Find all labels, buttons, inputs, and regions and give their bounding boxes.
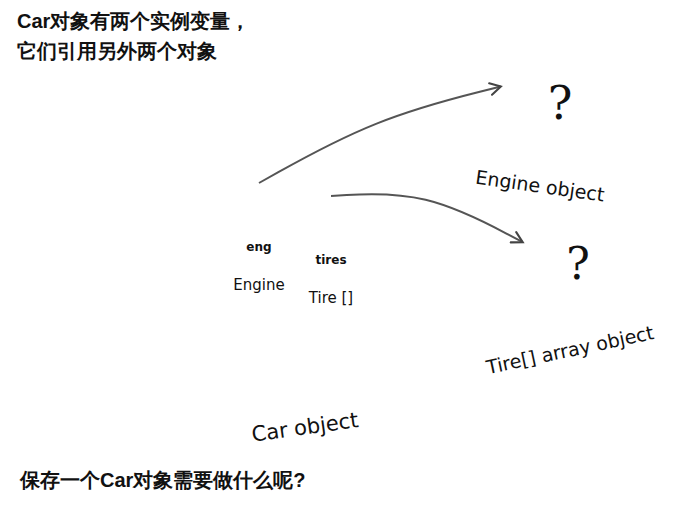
ball-shape	[181, 157, 434, 410]
remote-button	[253, 197, 256, 200]
caption-text: 保存一个Car对象需要做什么呢?	[20, 466, 306, 494]
remote-control	[249, 187, 269, 227]
remote-button	[258, 202, 261, 205]
remote-button	[263, 192, 266, 195]
question-mark: ?	[566, 238, 590, 291]
variable-name: tires	[315, 253, 346, 267]
cup-illustration	[301, 198, 361, 284]
remote-button	[263, 197, 266, 200]
remote-button	[263, 207, 266, 210]
cup-body	[308, 228, 354, 282]
remote-button	[325, 225, 328, 228]
object-label: Tire []	[309, 289, 353, 307]
remote-button	[335, 225, 338, 228]
ball-shape	[520, 210, 637, 327]
remote-button	[325, 205, 328, 208]
object-circle: ?Engine object	[498, 46, 622, 170]
cup-group	[308, 200, 354, 282]
object-label: Engine object	[474, 166, 606, 207]
cup-rim	[236, 211, 282, 219]
remote-button	[330, 220, 333, 223]
question-mark: ?	[548, 76, 573, 131]
remote-button	[330, 225, 333, 228]
object-circle: ?Tire[] array object	[518, 208, 638, 328]
variable-cup: tiresTire []	[301, 198, 361, 310]
remote-button	[330, 215, 333, 218]
remote-button	[258, 192, 261, 195]
remote-button	[335, 205, 338, 208]
object-label: Engine	[233, 276, 284, 294]
remote-button	[335, 220, 338, 223]
ball-shape	[500, 48, 621, 169]
remote-button	[263, 202, 266, 205]
cup-rim	[308, 224, 354, 232]
object-label: Tire[] array object	[484, 321, 656, 379]
object-circle: Car objectengEnginetiresTire []	[179, 155, 435, 411]
reference-arrow	[331, 194, 523, 242]
cup-body	[236, 215, 282, 269]
remote-button	[325, 215, 328, 218]
remote-button	[335, 210, 338, 213]
remote-button	[258, 207, 261, 210]
variable-cup: engEngine	[229, 185, 289, 297]
remote-button	[253, 202, 256, 205]
remote-control	[321, 200, 341, 240]
remote-button	[330, 205, 333, 208]
cup-group	[236, 187, 282, 269]
object-ball	[179, 155, 435, 411]
variable-name: eng	[246, 240, 271, 254]
title-text: Car对象有两个实例变量， 它们引用另外两个对象	[17, 6, 337, 66]
remote-button	[325, 220, 328, 223]
remote-button	[263, 212, 266, 215]
remote-button	[253, 212, 256, 215]
remote-button	[258, 197, 261, 200]
remote-button	[258, 212, 261, 215]
remote-button	[330, 210, 333, 213]
remote-button	[253, 192, 256, 195]
reference-arrow	[259, 86, 501, 183]
remote-button	[325, 210, 328, 213]
cup-illustration	[229, 185, 289, 271]
object-label: Car object	[250, 408, 360, 448]
remote-button	[335, 215, 338, 218]
remote-button	[253, 207, 256, 210]
